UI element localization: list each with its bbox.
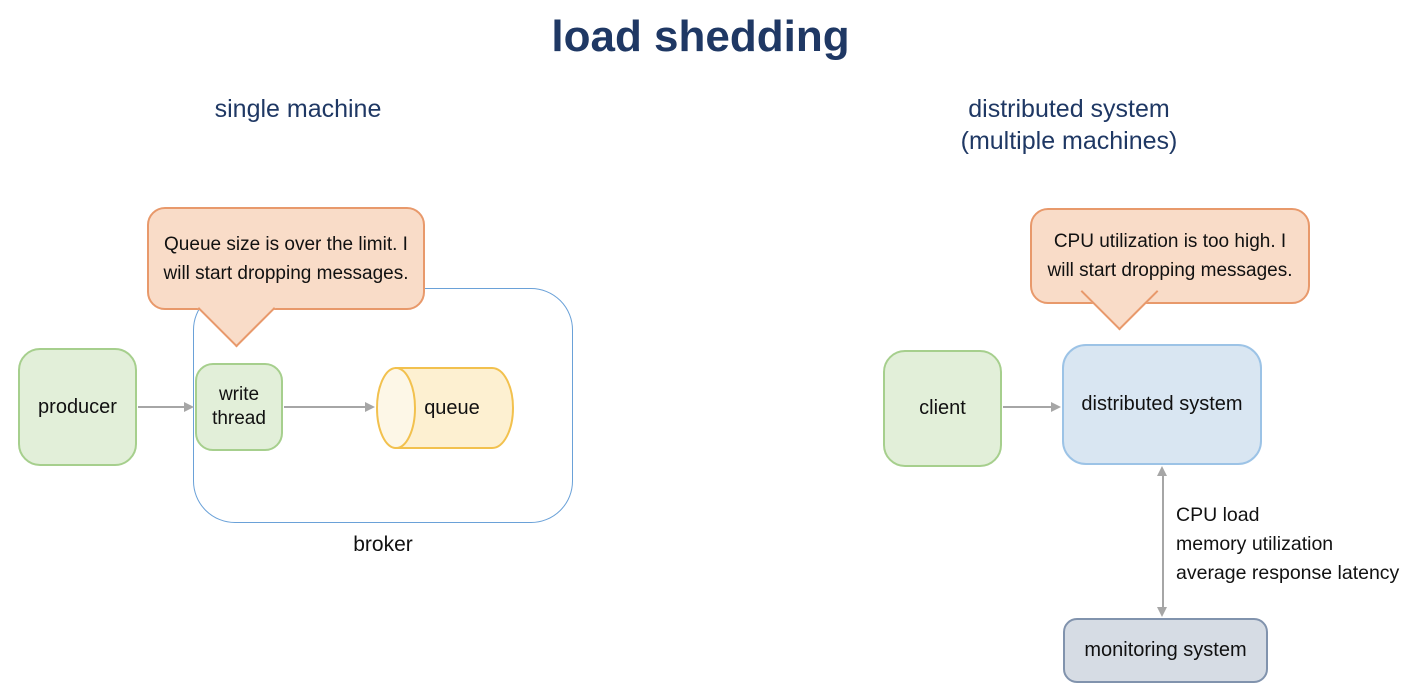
callout-text-line2: will start dropping messages. bbox=[163, 262, 409, 284]
callout-text-line1: Queue size is over the limit. I bbox=[164, 233, 408, 255]
arrow-line bbox=[138, 406, 186, 408]
callout-text-line2: will start dropping messages. bbox=[1047, 260, 1293, 281]
queue-limit-callout: Queue size is over the limit. I will sta… bbox=[147, 207, 425, 348]
distributed-system-label: distributed system bbox=[1081, 393, 1243, 415]
right-subtitle-line2: (multiple machines) bbox=[960, 127, 1178, 155]
arrowhead-right-icon bbox=[365, 401, 375, 412]
metric-average-response-latency: average response latency bbox=[1176, 562, 1400, 584]
client-node: client bbox=[883, 350, 1002, 467]
arrowhead-up-icon bbox=[1157, 466, 1167, 476]
producer-node: producer bbox=[18, 348, 137, 466]
callout-text-line1: CPU utilization is too high. I bbox=[1053, 231, 1287, 252]
monitoring-metrics-list: CPU load memory utilization average resp… bbox=[1176, 501, 1399, 588]
producer-label: producer bbox=[38, 395, 117, 418]
write-thread-label: write thread bbox=[212, 384, 266, 429]
distributed-system-node: distributed system bbox=[1062, 344, 1262, 465]
arrowhead-right-icon bbox=[184, 401, 194, 412]
metric-cpu-load: CPU load bbox=[1176, 504, 1260, 526]
arrow-line bbox=[1003, 406, 1053, 408]
queue-cylinder-node: queue bbox=[376, 367, 516, 449]
metric-memory-utilization: memory utilization bbox=[1176, 533, 1334, 555]
arrow-line bbox=[1162, 475, 1164, 608]
arrowhead-down-icon bbox=[1157, 607, 1167, 617]
cpu-high-callout: CPU utilization is too high. I will star… bbox=[1030, 208, 1310, 331]
client-label: client bbox=[919, 397, 966, 419]
write-thread-node: write thread bbox=[195, 363, 283, 451]
left-section-subtitle: single machine bbox=[214, 95, 382, 123]
queue-label: queue bbox=[424, 396, 480, 419]
arrow-line bbox=[284, 406, 367, 408]
page-title: load shedding bbox=[551, 12, 850, 61]
broker-label: broker bbox=[353, 533, 413, 556]
arrowhead-right-icon bbox=[1051, 401, 1061, 412]
right-subtitle-line1: distributed system bbox=[968, 95, 1170, 123]
cylinder-shape-icon bbox=[376, 367, 514, 449]
monitoring-system-label: monitoring system bbox=[1084, 639, 1247, 661]
monitoring-system-node: monitoring system bbox=[1063, 618, 1268, 683]
right-section-subtitle: distributed system (multiple machines) bbox=[919, 93, 1219, 157]
